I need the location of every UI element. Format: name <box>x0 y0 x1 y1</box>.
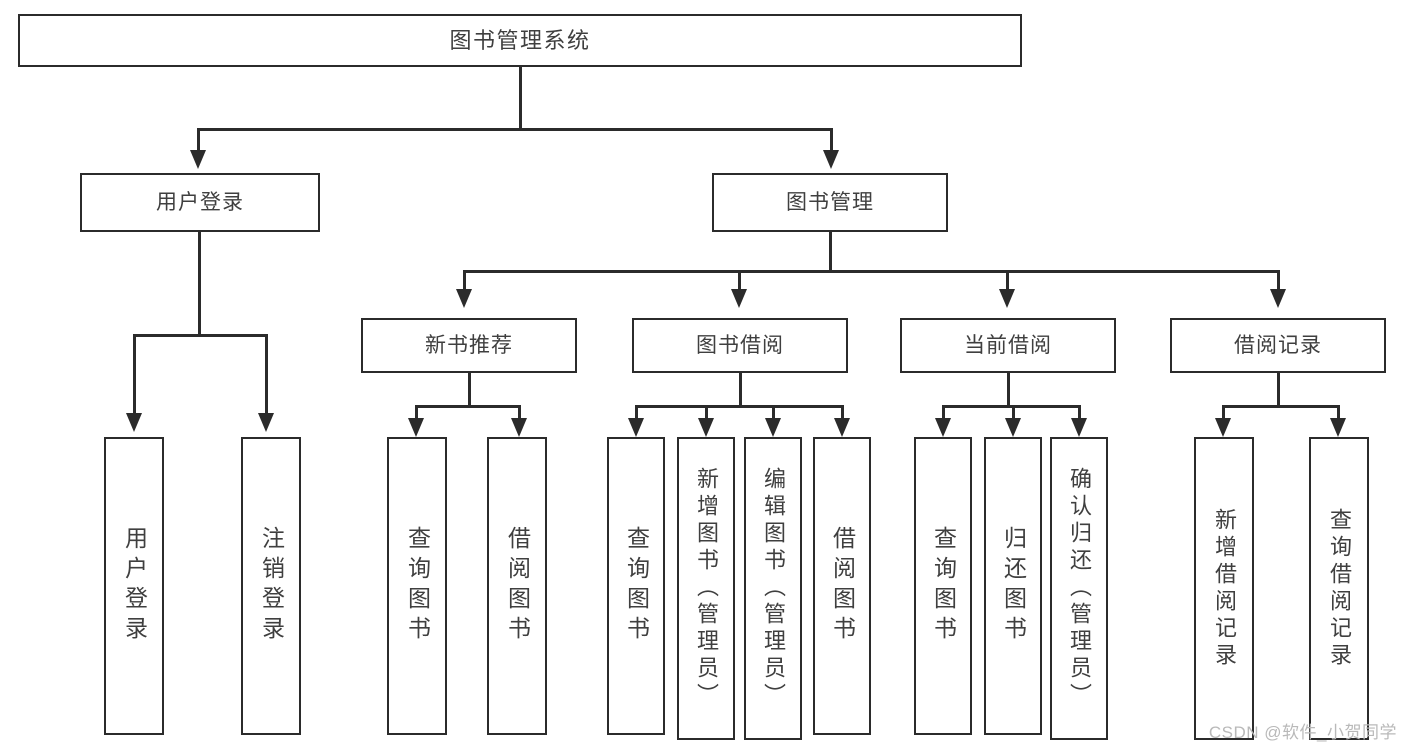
leaf-edit-book-admin[interactable]: 编辑图书（管理员） <box>744 437 802 740</box>
node-label: 借阅记录 <box>1234 334 1322 357</box>
connector-bookmgmt-bus <box>463 270 1277 273</box>
connector-currentborrow-drop-3 <box>1078 405 1081 423</box>
arrowhead-icon <box>731 289 747 308</box>
node-label: 借阅图书 <box>829 526 856 646</box>
arrowhead-icon <box>834 418 850 437</box>
leaf-confirm-return-admin[interactable]: 确认归还（管理员） <box>1050 437 1108 740</box>
connector-level2-bus <box>197 128 833 131</box>
arrowhead-icon <box>1071 418 1087 437</box>
arrowhead-icon <box>1215 418 1231 437</box>
connector-bookmgmt-drop-3 <box>1006 270 1009 292</box>
arrowhead-icon <box>1270 289 1286 308</box>
connector-userlogin-bus <box>133 334 267 337</box>
leaf-add-borrow-record[interactable]: 新增借阅记录 <box>1194 437 1254 740</box>
connector-newbook-drop-2 <box>518 405 521 423</box>
connector-level2-drop-left <box>197 128 200 156</box>
connector-bookborrow-stem <box>739 373 742 407</box>
leaf-borrow-book[interactable]: 借阅图书 <box>813 437 871 735</box>
leaf-add-book-admin[interactable]: 新增图书（管理员） <box>677 437 735 740</box>
node-label: 查询图书 <box>623 526 650 646</box>
leaf-query-book-borrow[interactable]: 查询图书 <box>607 437 665 735</box>
node-label: 查询图书 <box>930 526 957 646</box>
node-borrow-record[interactable]: 借阅记录 <box>1170 318 1386 373</box>
node-label: 新增借阅记录 <box>1212 507 1237 670</box>
node-label: 注销登录 <box>258 526 285 646</box>
node-label: 用户登录 <box>156 191 244 214</box>
node-label: 编辑图书（管理员） <box>761 467 786 710</box>
node-label: 用户登录 <box>121 526 148 646</box>
connector-bookmgmt-drop-4 <box>1277 270 1280 292</box>
connector-level2-drop-right <box>830 128 833 156</box>
arrowhead-icon <box>511 418 527 437</box>
connector-root-stem <box>519 67 522 130</box>
connector-bookborrow-bus <box>635 405 843 408</box>
node-root-system[interactable]: 图书管理系统 <box>18 14 1022 67</box>
leaf-query-book-current[interactable]: 查询图书 <box>914 437 972 735</box>
node-label: 图书借阅 <box>696 334 784 357</box>
connector-newbook-drop-1 <box>415 405 418 423</box>
node-new-book-recommend[interactable]: 新书推荐 <box>361 318 577 373</box>
arrowhead-icon <box>1005 418 1021 437</box>
connector-bookmgmt-stem <box>829 232 832 272</box>
node-user-login[interactable]: 用户登录 <box>80 173 320 232</box>
node-label: 新增图书（管理员） <box>694 467 719 710</box>
node-label: 查询图书 <box>404 526 431 646</box>
connector-userlogin-drop-2 <box>265 334 268 420</box>
arrowhead-icon <box>823 150 839 169</box>
leaf-query-borrow-record[interactable]: 查询借阅记录 <box>1309 437 1369 740</box>
node-label: 当前借阅 <box>964 334 1052 357</box>
node-book-management[interactable]: 图书管理 <box>712 173 948 232</box>
connector-bookborrow-drop-4 <box>841 405 844 423</box>
connector-currentborrow-stem <box>1007 373 1010 407</box>
arrowhead-icon <box>628 418 644 437</box>
connector-userlogin-stem <box>198 232 201 336</box>
node-label: 借阅图书 <box>504 526 531 646</box>
arrowhead-icon <box>999 289 1015 308</box>
connector-borrowrecord-bus <box>1222 405 1339 408</box>
node-label: 查询借阅记录 <box>1327 507 1352 670</box>
connector-currentborrow-drop-1 <box>942 405 945 423</box>
connector-bookborrow-drop-3 <box>772 405 775 423</box>
connector-bookborrow-drop-1 <box>635 405 638 423</box>
connector-bookborrow-drop-2 <box>705 405 708 423</box>
connector-borrowrecord-drop-2 <box>1337 405 1340 423</box>
connector-currentborrow-drop-2 <box>1012 405 1015 423</box>
node-book-borrow[interactable]: 图书借阅 <box>632 318 848 373</box>
arrowhead-icon <box>765 418 781 437</box>
leaf-user-login[interactable]: 用户登录 <box>104 437 164 735</box>
leaf-return-book[interactable]: 归还图书 <box>984 437 1042 735</box>
connector-currentborrow-bus <box>942 405 1080 408</box>
connector-userlogin-drop-1 <box>133 334 136 420</box>
leaf-query-book-newbook[interactable]: 查询图书 <box>387 437 447 735</box>
arrowhead-icon <box>698 418 714 437</box>
connector-bookmgmt-drop-1 <box>463 270 466 292</box>
connector-newbook-stem <box>468 373 471 407</box>
connector-newbook-bus <box>415 405 521 408</box>
connector-bookmgmt-drop-2 <box>738 270 741 292</box>
node-label: 确认归还（管理员） <box>1067 467 1092 710</box>
arrowhead-icon <box>1330 418 1346 437</box>
arrowhead-icon <box>126 413 142 432</box>
arrowhead-icon <box>456 289 472 308</box>
arrowhead-icon <box>190 150 206 169</box>
connector-borrowrecord-drop-1 <box>1222 405 1225 423</box>
leaf-borrow-book-newbook[interactable]: 借阅图书 <box>487 437 547 735</box>
node-label: 图书管理系统 <box>449 27 591 53</box>
node-label: 新书推荐 <box>425 334 513 357</box>
csdn-watermark: CSDN @软件_小贺同学 <box>1208 723 1397 742</box>
node-label: 图书管理 <box>786 191 874 214</box>
leaf-logout[interactable]: 注销登录 <box>241 437 301 735</box>
arrowhead-icon <box>258 413 274 432</box>
arrowhead-icon <box>408 418 424 437</box>
node-label: 归还图书 <box>1000 526 1027 646</box>
arrowhead-icon <box>935 418 951 437</box>
node-current-borrow[interactable]: 当前借阅 <box>900 318 1116 373</box>
connector-borrowrecord-stem <box>1277 373 1280 407</box>
